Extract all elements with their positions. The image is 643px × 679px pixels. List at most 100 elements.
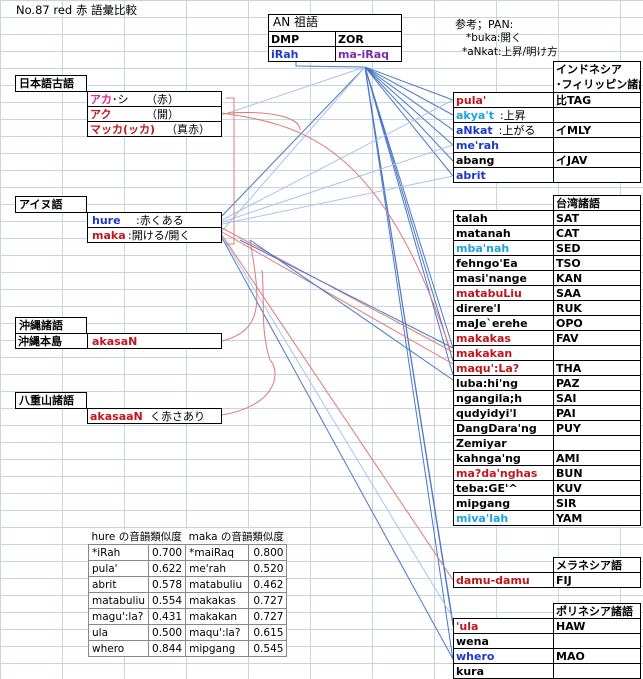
taiwan-code: SIR [553, 495, 641, 511]
indonesia-code [553, 137, 641, 153]
polynesia-word: 'ula [453, 618, 554, 634]
ainu-header: アイヌ語 [15, 196, 87, 213]
sim-hure-word: *iRah [87, 544, 150, 561]
maka-similarity-title: maka の音韻類似度 [188, 530, 284, 543]
connection-line [221, 235, 454, 619]
polynesia-code: MAO [553, 648, 641, 664]
sim-maka-word: makakan [185, 608, 249, 625]
connection-curve [221, 269, 276, 416]
taiwan-word: matanah [453, 225, 554, 241]
zor-label: ZOR [335, 31, 402, 47]
sim-maka-value: 0.800 [247, 544, 288, 561]
sim-hure-value: 0.622 [148, 560, 187, 577]
taiwan-code: RUK [553, 300, 641, 316]
sim-maka-word: maqu':la? [185, 624, 249, 641]
an-title: AN 祖語 [268, 14, 402, 32]
taiwan-word: maqu':La? [453, 360, 554, 376]
indonesia-code: イJAV [553, 152, 641, 168]
page-title: No.87 red 赤 語彙比較 [16, 3, 138, 17]
taiwan-code: SAA [553, 285, 641, 301]
sim-maka-value: 0.727 [247, 608, 288, 625]
taiwan-word: luba:hi'ng [453, 375, 554, 391]
indonesia-gloss: :上昇 [499, 109, 526, 122]
taiwan-word: qudyidyi'l [453, 405, 554, 421]
sim-hure-word: whero [87, 640, 150, 657]
taiwan-code: OPO [553, 315, 641, 331]
taiwan-code: PAI [553, 405, 641, 421]
connection-line [364, 66, 454, 116]
taiwan-word: mipgang [453, 495, 554, 511]
connection-line [221, 66, 366, 232]
jp-word-makka: マッカ(ッカ) [90, 123, 156, 136]
taiwan-word: makakas [453, 330, 554, 346]
taiwan-code [553, 345, 641, 361]
taiwan-code: KUV [553, 480, 641, 496]
taiwan-code: SAI [553, 390, 641, 406]
taiwan-code: FAV [553, 330, 641, 346]
jp-gloss-aku: （開） [146, 108, 179, 121]
connection-line [364, 66, 454, 362]
indonesia-code: 比TAG [553, 92, 641, 108]
connection-curve [226, 97, 235, 245]
sim-maka-value: 0.545 [247, 640, 288, 657]
okinawa-header: 沖縄諸語 [15, 317, 87, 334]
taiwan-word: mba'nah [453, 240, 554, 256]
connection-line [221, 237, 454, 660]
polynesia-word: kura [453, 663, 554, 679]
polynesia-code: HAW [553, 618, 641, 634]
indonesia-word: me'rah [453, 137, 554, 153]
connection-line [364, 66, 454, 101]
sim-hure-value: 0.431 [148, 608, 187, 625]
indonesia-word: abang [453, 152, 554, 168]
connection-line [221, 66, 366, 217]
indonesia-word: akya't:上昇 [453, 107, 554, 123]
connection-line [364, 66, 454, 146]
polynesia-word: wena [453, 633, 554, 649]
taiwan-word: makakan [453, 345, 554, 361]
taiwan-word: talah [453, 210, 554, 226]
sim-hure-word: matabuliu [87, 592, 150, 609]
taiwan-word: fehngo'Ea [453, 255, 554, 271]
taiwan-word: ma?da'nghas [453, 465, 554, 481]
taiwan-word: DangDara'ng [453, 420, 554, 436]
connection-line [364, 66, 454, 661]
indonesia-word: aNkat:上がる [453, 122, 554, 138]
connection-line [364, 66, 454, 627]
okinawa-row: 沖縄本島 akasaN [15, 333, 222, 349]
sim-hure-value: 0.844 [148, 640, 187, 657]
taiwan-word: kahnga'ng [453, 450, 554, 466]
sim-maka-value: 0.727 [247, 592, 288, 609]
jp-gloss-aka: （赤） [146, 93, 179, 106]
polynesia-code [553, 663, 641, 679]
connection-line [364, 66, 454, 177]
indonesia-header: インドネシア ･フィリッピン諸語 [553, 61, 641, 93]
taiwan-code: BUN [553, 465, 641, 481]
sim-maka-value: 0.462 [247, 576, 288, 593]
connection-line [364, 66, 454, 131]
indonesia-gloss: :上がる [498, 124, 536, 137]
ainu-words: hure :赤くある maka :開ける/開く [87, 212, 222, 243]
melanesia-code: FIJ [553, 572, 641, 588]
connection-line [364, 66, 454, 162]
taiwan-code: SAT [553, 210, 641, 226]
taiwan-code: CAT [553, 225, 641, 241]
sim-maka-word: *maiRaq [185, 544, 249, 561]
indonesia-code [553, 107, 641, 123]
connection-curve [221, 112, 451, 350]
melanesia-header: メラネシア語 [553, 557, 641, 573]
sim-hure-word: ula [87, 624, 150, 641]
yaeyama-word: akasaaN [90, 410, 143, 423]
note-pan: 参考；PAN: [455, 18, 514, 31]
jp-word-aku: アク [90, 108, 112, 121]
polynesia-code [553, 633, 641, 649]
taiwan-header: 台湾諸語 [553, 195, 641, 211]
mairaq-word: ma-iRaq [335, 46, 402, 62]
irah-word: iRah [268, 46, 336, 62]
indonesia-header-2: ･フィリッピン諸語 [556, 78, 641, 91]
okinawa-word: akasaN [92, 335, 138, 348]
hure-similarity-title: hure の音韻類似度 [91, 530, 182, 543]
